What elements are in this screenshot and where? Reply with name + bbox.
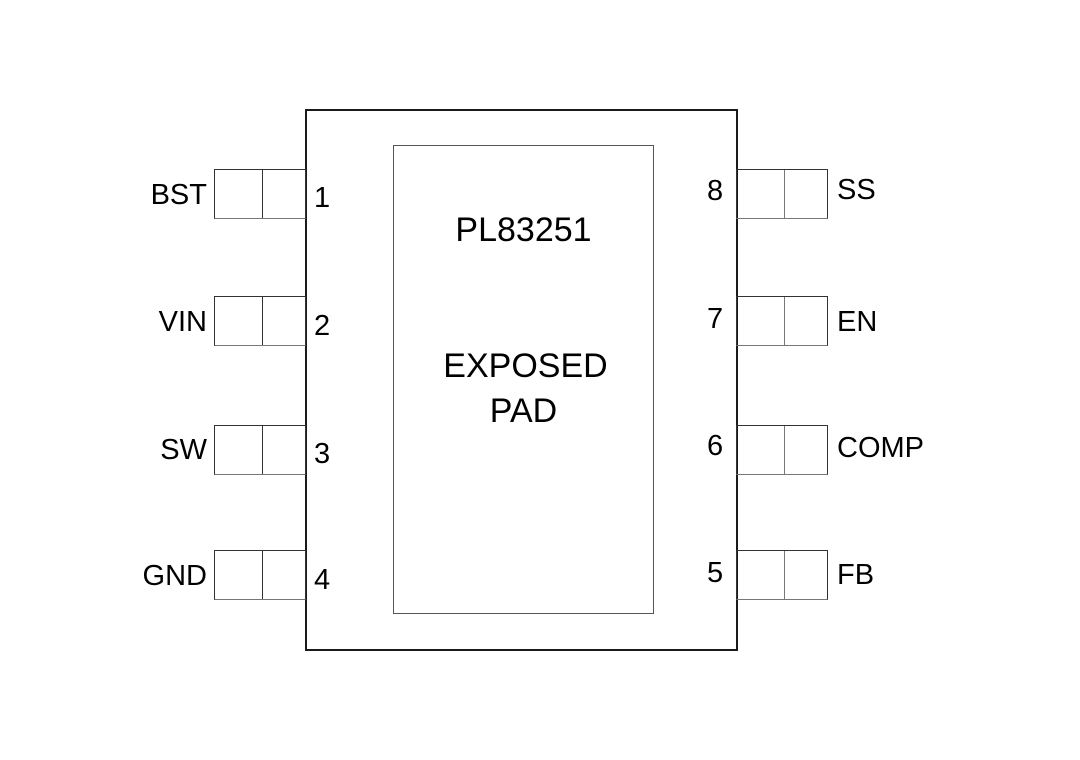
exposed-pad	[393, 145, 654, 614]
pin-name: SW	[160, 434, 207, 466]
pin-number: 5	[707, 557, 724, 589]
pin-pad	[736, 169, 828, 219]
pin-name: SS	[837, 174, 876, 206]
pin-number: 7	[707, 303, 724, 335]
pin-name: BST	[150, 179, 207, 211]
pin-number: 3	[314, 438, 331, 470]
pin-name: GND	[142, 560, 207, 592]
pin-name: EN	[837, 306, 878, 338]
pin-number: 8	[707, 175, 724, 207]
pin-name: FB	[837, 559, 875, 591]
pin-pad	[214, 550, 306, 600]
exposed-pad-label-line2: PAD	[489, 392, 558, 430]
pin-number: 4	[314, 564, 331, 596]
pin-pad	[736, 550, 828, 600]
pin-pad	[214, 296, 306, 346]
pin-number: 2	[314, 310, 331, 342]
pin-number: 1	[314, 182, 331, 214]
part-number: PL83251	[455, 211, 592, 249]
pin-pad	[214, 425, 306, 475]
pin-pad	[736, 425, 828, 475]
exposed-pad-label-line1: EXPOSED	[443, 347, 608, 385]
pin-pad	[736, 296, 828, 346]
ic-package-body	[305, 109, 738, 651]
pin-name: VIN	[158, 306, 207, 338]
pin-pad	[214, 169, 306, 219]
pin-name: COMP	[837, 432, 924, 464]
pin-number: 6	[707, 430, 724, 462]
